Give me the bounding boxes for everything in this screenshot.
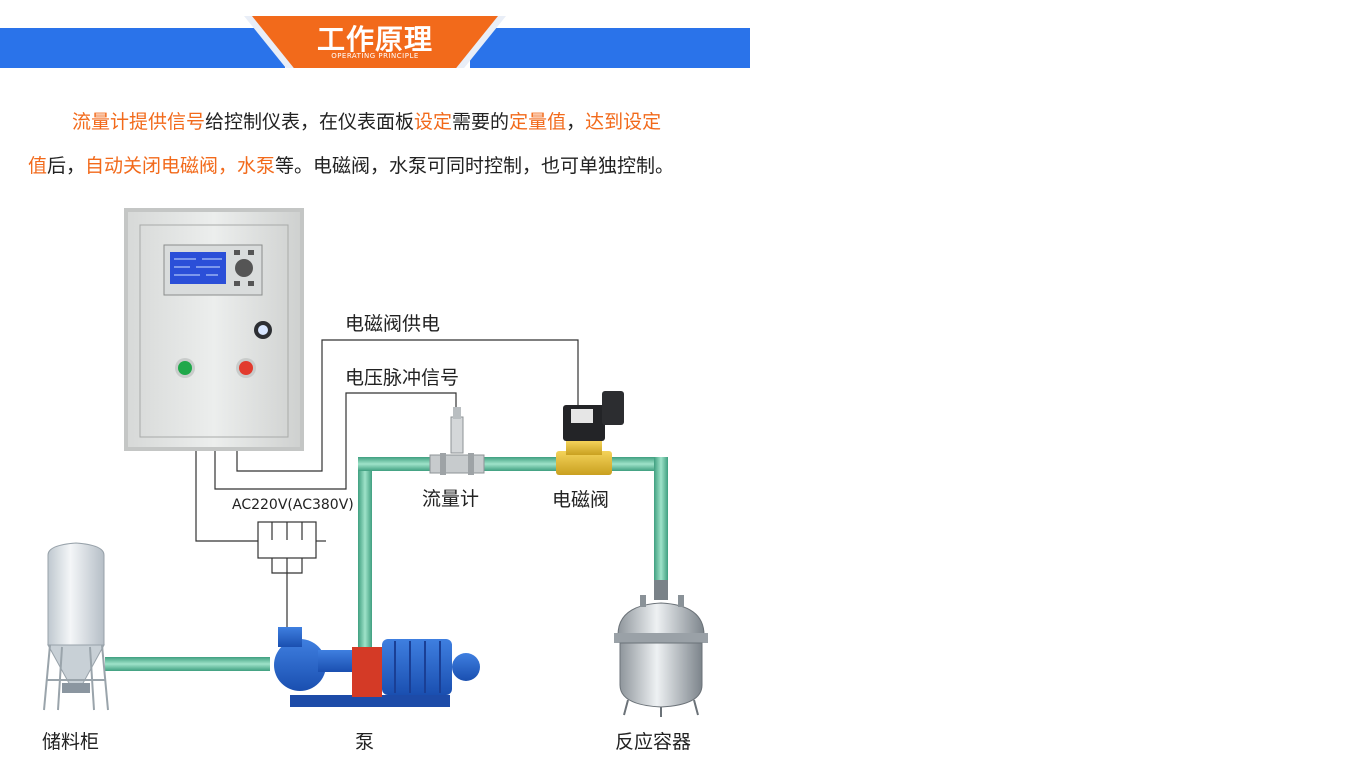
flowmeter-icon	[429, 407, 485, 475]
desc-segment: 给控制仪表，在仪表面板	[205, 111, 415, 133]
label-valve-power: 电磁阀供电	[345, 313, 441, 335]
label-storage-tank: 储料柜	[42, 731, 100, 753]
desc-segment: 流量计提供信号	[72, 111, 206, 133]
banner-right-bar	[470, 28, 750, 68]
reactor-icon	[614, 580, 708, 717]
description-line-1: 流量计提供信号给控制仪表，在仪表面板设定需要的定量值，达到设定	[28, 100, 728, 144]
banner-center-tab	[252, 16, 498, 68]
description-line-2: 值后，自动关闭电磁阀，水泵等。电磁阀，水泵可同时控制，也可单独控制。	[28, 144, 728, 188]
signal-wires	[195, 339, 579, 643]
header-banner: 工作原理 OPERATING PRINCIPLE	[0, 16, 750, 68]
pump-icon	[274, 627, 480, 707]
desc-segment: 值	[28, 155, 48, 177]
label-solenoid-valve: 电磁阀	[552, 489, 610, 511]
desc-segment: ，	[566, 111, 586, 133]
desc-segment: 自动关闭电磁阀，水泵	[85, 155, 276, 177]
page-subtitle: OPERATING PRINCIPLE	[331, 52, 419, 60]
banner-left-bar	[0, 28, 285, 68]
label-reactor: 反应容器	[615, 731, 692, 753]
control-cabinet	[124, 208, 304, 451]
diagram-svg	[43, 208, 708, 717]
desc-segment: 等。电磁阀，水泵可同时控制，也可单独控制。	[275, 155, 675, 177]
page-title: 工作原理	[316, 23, 433, 56]
label-pulse-signal: 电压脉冲信号	[345, 367, 460, 389]
description-paragraph: 流量计提供信号给控制仪表，在仪表面板设定需要的定量值，达到设定 值后，自动关闭电…	[28, 100, 728, 188]
desc-segment: 需要的	[452, 111, 510, 133]
desc-segment: 后，	[47, 155, 86, 177]
desc-segment: 定量值	[509, 111, 567, 133]
label-power-supply: AC220V(AC380V)	[232, 497, 354, 513]
solenoid-valve-icon	[556, 391, 624, 475]
label-pump: 泵	[355, 731, 375, 753]
label-flowmeter: 流量计	[422, 488, 480, 510]
storage-tank-icon	[43, 542, 109, 711]
system-diagram: 电磁阀供电 电压脉冲信号 AC220V(AC380V) 流量计 电磁阀 储料柜 …	[0, 195, 760, 777]
desc-segment: 设定	[414, 111, 453, 133]
desc-segment: 达到设定	[585, 111, 662, 133]
